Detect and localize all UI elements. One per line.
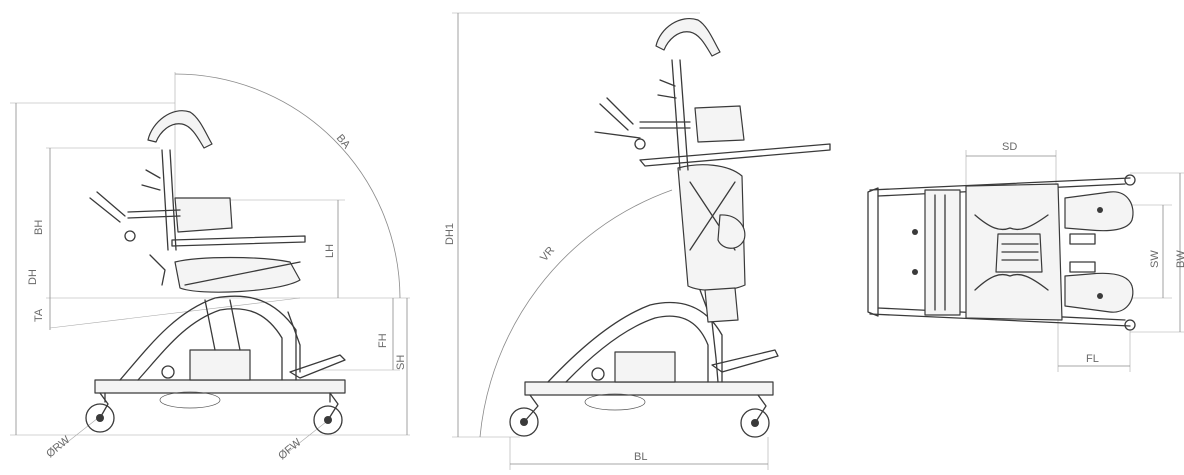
- top-view-chair: [867, 174, 1136, 331]
- dim-label-bh: BH: [33, 220, 45, 235]
- standing-view-chair: [509, 18, 831, 438]
- dim-label-fh: FH: [377, 333, 389, 348]
- dim-label-dh1: DH1: [444, 223, 456, 245]
- top-view-dimension-lines: [965, 150, 1184, 372]
- standing-view-dimension-lines: [452, 12, 769, 470]
- dim-label-ta: TA: [33, 308, 45, 322]
- dim-label-bw: BW: [1175, 250, 1184, 268]
- side-view-dimension-lines: [10, 72, 410, 453]
- side-view-chair: [85, 110, 346, 435]
- dim-label-vr: VR: [538, 244, 557, 263]
- top-view: SD SW BW FL: [867, 141, 1184, 372]
- dim-label-ba: BA: [334, 132, 353, 151]
- dim-label-fl: FL: [1086, 353, 1099, 365]
- dim-label-sh: SH: [395, 355, 407, 370]
- dim-label-fw: ØFW: [276, 436, 304, 462]
- dim-label-sd: SD: [1002, 141, 1017, 153]
- dim-label-sw: SW: [1149, 250, 1161, 268]
- side-view: DH BH BA LH TA FH SH ØRW ØFW: [10, 72, 410, 462]
- dim-label-rw: ØRW: [44, 434, 73, 461]
- dim-label-bl: BL: [634, 451, 647, 463]
- dim-label-dh: DH: [27, 269, 39, 285]
- standing-view: DH1 VR BL: [444, 12, 831, 470]
- dim-label-lh: LH: [324, 244, 336, 258]
